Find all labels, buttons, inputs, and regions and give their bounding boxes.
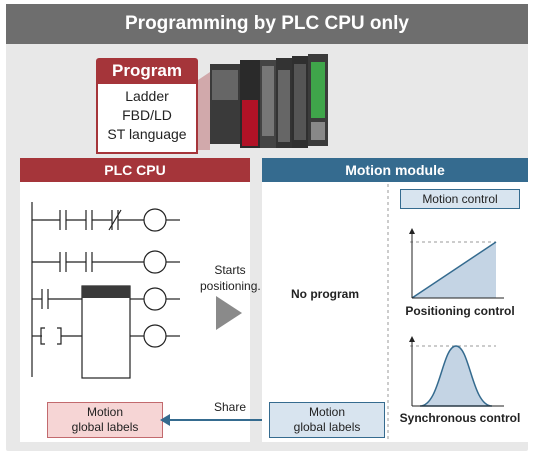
mm-label-line2: global labels: [293, 420, 361, 434]
motion-module-global-labels: Motion global labels: [269, 402, 385, 438]
starts-positioning-text: Starts positioning.: [200, 262, 261, 294]
language-fbd-ld: FBD/LD: [122, 107, 172, 123]
plc-label-line2: global labels: [71, 420, 139, 434]
plc-label-line1: Motion: [86, 405, 124, 419]
share-text: Share: [213, 400, 247, 414]
positioning-graph: [409, 228, 504, 299]
plc-motion-global-labels: Motion global labels: [47, 402, 163, 438]
motion-module-header: Motion module: [262, 158, 528, 182]
motion-control-label: Motion control: [422, 191, 498, 206]
panel-divider: [387, 184, 389, 440]
motion-control-box: Motion control: [400, 189, 520, 209]
language-st: ST language: [107, 126, 187, 142]
mm-label-line1: Motion: [308, 405, 346, 419]
synchronous-control-label: Synchronous control: [399, 411, 521, 425]
play-arrow-icon: [216, 296, 242, 330]
plc-hardware-image: [198, 54, 328, 150]
no-program-text: No program: [290, 287, 359, 301]
page-title: Programming by PLC CPU only: [6, 4, 528, 44]
language-ladder: Ladder: [125, 88, 169, 104]
program-header: Program: [96, 58, 198, 84]
ladder-diagram: [31, 202, 180, 379]
positioning-control-label: Positioning control: [405, 304, 515, 318]
starts-line1: Starts: [214, 263, 246, 277]
double-arrow-icon: [160, 414, 272, 426]
plc-cpu-panel: [20, 182, 250, 442]
synchronous-graph: [409, 336, 504, 407]
starts-line2: positioning.: [200, 279, 261, 293]
program-languages: Ladder FBD/LD ST language: [96, 84, 198, 154]
motion-module-panel: [262, 182, 528, 442]
plc-cpu-header: PLC CPU: [20, 158, 250, 182]
